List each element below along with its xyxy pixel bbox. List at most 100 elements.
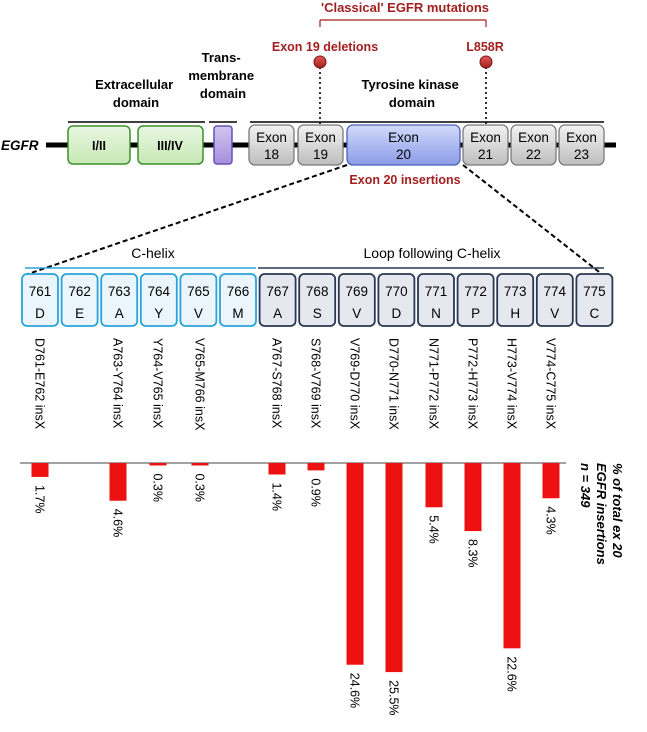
exon-18-box — [248, 124, 295, 166]
bar-value-label: 0.9% — [309, 478, 323, 507]
residue-771-number: 771 — [425, 284, 448, 299]
classical-mutations-title: 'Classical' EGFR mutations — [321, 0, 489, 15]
bar-value-label: 24.6% — [348, 673, 362, 708]
extracellular-block-1-label: I/II — [92, 139, 106, 153]
bar — [464, 463, 482, 532]
residue-764-number: 764 — [148, 284, 171, 299]
zoom-line-right — [462, 164, 604, 276]
residue-765-box — [179, 273, 218, 327]
exon19-pin-head — [313, 55, 327, 69]
residue-762-number: 762 — [68, 284, 91, 299]
residue-770-box — [377, 273, 416, 327]
residue-762-box — [60, 273, 99, 327]
extracellular-block-2 — [137, 125, 204, 165]
residue-764-box — [139, 273, 178, 327]
chart-ylabel-line-2: EGFR insertions — [594, 463, 609, 565]
chart-ylabel: % of total ex 20 EGFR insertions n = 349 — [578, 463, 625, 568]
residue-row: 761D762E763A764Y765V766M767A768S769V770D… — [21, 273, 614, 327]
zoom-line-left — [24, 164, 348, 276]
exon-20-number: 20 — [396, 147, 411, 162]
residue-761-box — [21, 273, 59, 327]
exon-23-word: Exon — [566, 130, 597, 145]
residue-763-aa: A — [115, 306, 124, 321]
residue-772-aa: P — [471, 306, 480, 321]
residue-763-box — [100, 273, 139, 327]
bar-value-label: 4.3% — [544, 506, 558, 535]
extracellular-block-1 — [67, 125, 131, 165]
bar-category-label: D770-N771 insX — [387, 338, 401, 430]
exon-22-number: 22 — [526, 147, 541, 162]
residue-773-aa: H — [510, 306, 520, 321]
residue-766-box — [219, 273, 257, 327]
residue-765-aa: V — [194, 306, 203, 321]
bar — [149, 463, 167, 466]
residue-767-number: 767 — [266, 284, 289, 299]
bar — [307, 463, 325, 471]
bar — [346, 463, 364, 665]
residue-770-aa: D — [392, 306, 402, 321]
bar — [385, 463, 403, 673]
residue-771-box — [417, 273, 455, 327]
bar-category-label: V769-D770 insX — [348, 338, 362, 430]
extracellular-block-2-label: III/IV — [157, 139, 183, 153]
residue-762-aa: E — [75, 306, 84, 321]
chart-ylabel-line-3: n = 349 — [578, 463, 593, 508]
bar-category-label: Y764-V765 insX — [151, 338, 165, 429]
residue-774-aa: V — [550, 306, 559, 321]
transmembrane-block — [213, 125, 233, 165]
exon-21-box — [462, 124, 509, 166]
bar-category-label: H773-V774 insX — [505, 338, 519, 430]
residue-771-aa: N — [431, 306, 441, 321]
bar — [31, 463, 49, 477]
exon-22-word: Exon — [518, 130, 549, 145]
residue-768-box — [298, 273, 337, 327]
chart-ylabel-line-1: % of total ex 20 — [610, 463, 625, 558]
residue-775-aa: C — [590, 306, 600, 321]
tyrosine-kinase-domain-label: Tyrosine kinase domain — [362, 77, 463, 110]
bar-category-label: D761-E762 insX — [33, 338, 47, 430]
residue-775-box — [575, 273, 614, 327]
residue-774-box — [535, 273, 574, 327]
residue-772-box — [456, 273, 495, 327]
exon-21-number: 21 — [478, 147, 493, 162]
bar-category-label: V774-C775 insX — [544, 338, 558, 430]
residue-767-box — [258, 273, 297, 327]
bar-value-label: 22.6% — [505, 656, 519, 691]
bar-category-label: V765-M766 insX — [193, 338, 207, 431]
exon-21-word: Exon — [470, 130, 501, 145]
bar-value-label: 8.3% — [466, 539, 480, 568]
bar — [503, 463, 521, 649]
residue-763-number: 763 — [108, 284, 131, 299]
egfr-gene-label: EGFR — [1, 138, 39, 153]
exon20-insertions-label: Exon 20 insertions — [349, 173, 460, 187]
bar-value-label: 4.6% — [111, 509, 125, 537]
exon-19-number: 19 — [313, 147, 328, 162]
bar — [191, 463, 209, 466]
bar-value-label: 25.5% — [387, 680, 401, 715]
residue-769-box — [337, 273, 376, 327]
residue-767-aa: A — [273, 306, 282, 321]
transmembrane-domain-label: Trans- membrane domain — [188, 50, 257, 101]
residue-766-aa: M — [232, 306, 243, 321]
l858r-pin-head — [479, 55, 493, 69]
exon-23-number: 23 — [574, 147, 589, 162]
exon-20-word: Exon — [388, 130, 419, 145]
residue-774-number: 774 — [544, 284, 567, 299]
c-helix-label: C-helix — [131, 245, 175, 261]
residue-765-number: 765 — [187, 284, 210, 299]
l858r-label: L858R — [466, 40, 504, 54]
bar — [542, 463, 560, 499]
extracellular-domain-label: Extracellular domain — [95, 77, 177, 110]
bar-category-label: N771-P772 insX — [427, 338, 441, 430]
residue-773-number: 773 — [504, 284, 527, 299]
bar — [109, 463, 127, 501]
loop-following-label: Loop following C-helix — [364, 245, 501, 261]
residue-764-aa: Y — [154, 306, 163, 321]
residue-768-aa: S — [313, 306, 322, 321]
residue-775-number: 775 — [583, 284, 606, 299]
exon-18-number: 18 — [264, 147, 279, 162]
bar-category-label: A763-Y764 insX — [111, 338, 125, 429]
residue-769-aa: V — [352, 306, 361, 321]
